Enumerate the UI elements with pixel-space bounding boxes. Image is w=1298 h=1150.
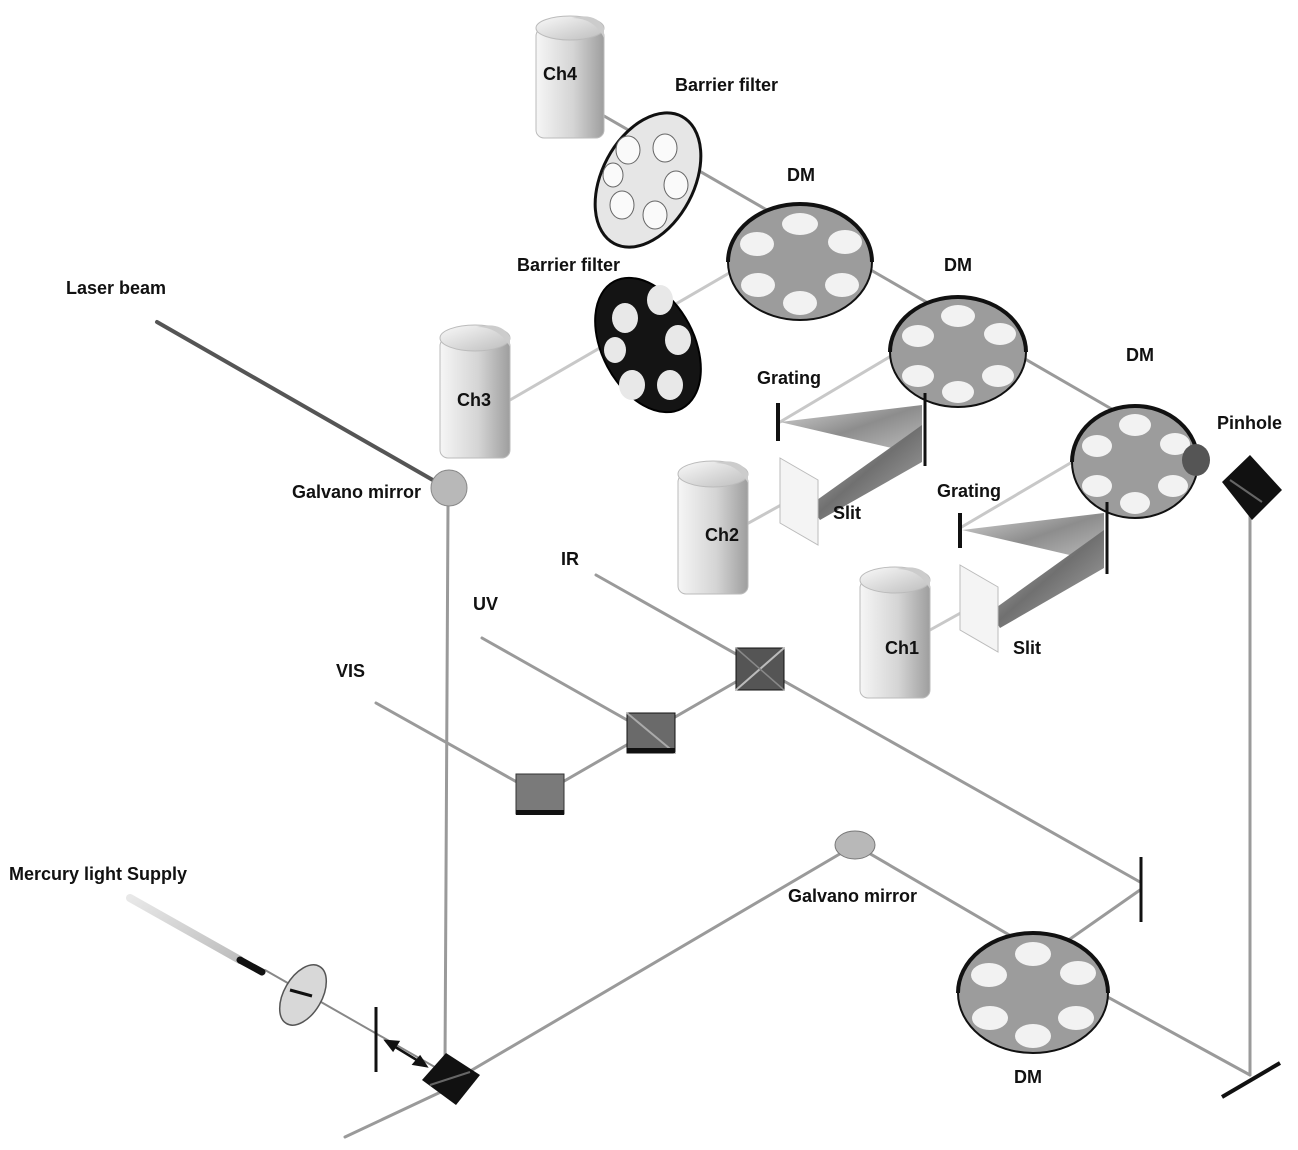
detector-ch2 (677, 460, 749, 595)
label-dm-bottom: DM (1014, 1067, 1042, 1087)
dm-wheel-bottom (956, 931, 1110, 1054)
mercury-light-rod (126, 894, 244, 964)
label-ch4: Ch4 (543, 64, 577, 84)
galvano-mirror-bottom (834, 830, 876, 860)
mirror-bottom-right (1220, 1061, 1282, 1099)
pinhole-block (1182, 444, 1282, 520)
grating-assembly-2 (958, 502, 1109, 628)
label-dm-2: DM (944, 255, 972, 275)
bottom-cube (422, 1053, 480, 1105)
ir-beam (594, 573, 1142, 884)
detector-ch3 (439, 324, 511, 459)
label-laser-beam: Laser beam (66, 278, 166, 298)
dm-wheel-1 (726, 202, 874, 321)
label-mercury-light-supply: Mercury light Supply (9, 864, 187, 884)
galvano-mirror-top (430, 469, 468, 507)
collector-lens-center (289, 988, 313, 998)
galvano-to-dm-beam (853, 843, 1037, 952)
label-grating-1: Grating (757, 368, 821, 388)
label-galvano-mirror-top: Galvano mirror (292, 482, 421, 502)
cube-to-galvano-beam (453, 843, 857, 1082)
label-uv: UV (473, 594, 498, 614)
slit-2 (959, 564, 999, 653)
label-vis: VIS (336, 661, 365, 681)
cube-ir (735, 647, 785, 691)
label-ch3: Ch3 (457, 390, 491, 410)
slit-1 (779, 457, 819, 546)
dm-wheel-2 (888, 295, 1028, 408)
detector-ch4 (535, 15, 605, 139)
label-ch1: Ch1 (885, 638, 919, 658)
uv-beam (480, 636, 652, 735)
label-grating-2: Grating (937, 481, 1001, 501)
cube-vis (515, 773, 565, 815)
dm-wheel-3 (1070, 404, 1200, 519)
vertical-beam-left (443, 503, 450, 1067)
label-galvano-mirror-bottom: Galvano mirror (788, 886, 917, 906)
barrier-filter-top (593, 111, 703, 249)
label-slit-2: Slit (1013, 638, 1041, 658)
detector-ch1 (859, 566, 931, 699)
barrier-filter-mid (594, 276, 702, 414)
grating-assembly-1 (776, 393, 927, 520)
label-slit-1: Slit (833, 503, 861, 523)
mercury-light-rod-dark (236, 956, 266, 976)
label-dm-1: DM (787, 165, 815, 185)
label-ir: IR (561, 549, 579, 569)
label-ch2: Ch2 (705, 525, 739, 545)
label-barrier-filter-top: Barrier filter (675, 75, 778, 95)
label-pinhole: Pinhole (1217, 413, 1282, 433)
laser-beam-line (155, 320, 447, 489)
vis-beam (374, 701, 542, 797)
bottom-exit-beam (343, 1088, 447, 1139)
label-dm-3: DM (1126, 345, 1154, 365)
double-arrow-icon (383, 1039, 429, 1068)
label-barrier-filter-mid: Barrier filter (517, 255, 620, 275)
cube-uv (626, 712, 676, 754)
